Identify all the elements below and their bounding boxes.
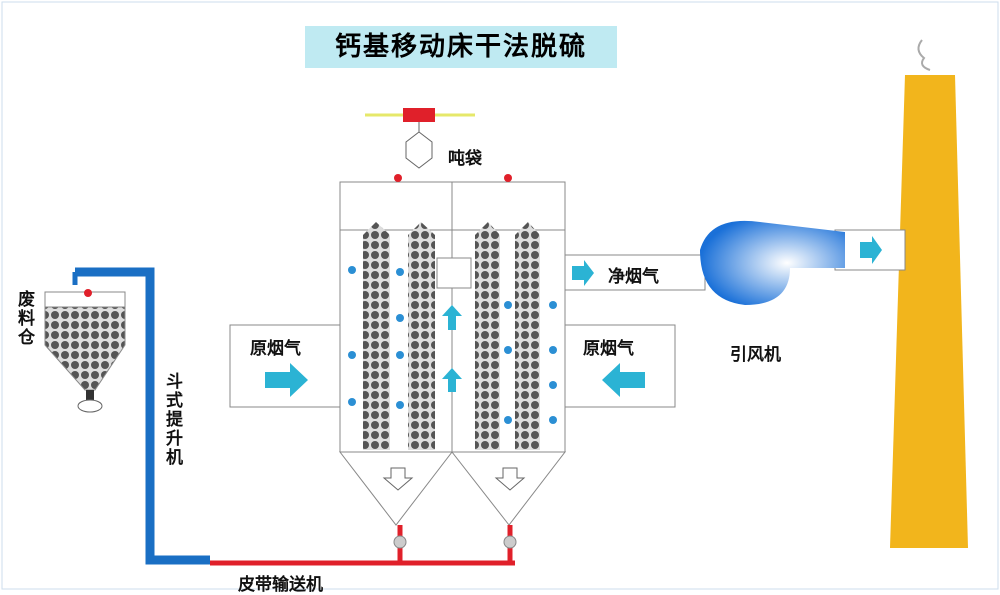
packed-beds (363, 222, 540, 450)
right-inlet-arrow (602, 363, 645, 397)
induced-draft-fan-label: 引风机 (730, 345, 781, 365)
clean-gas-arrow (572, 260, 594, 286)
ton-bag-hoist (403, 108, 435, 122)
belt-conveyor (210, 525, 515, 566)
diagram-title: 钙基移动床干法脱硫 (305, 26, 617, 68)
clean-flue-gas-label: 净烟气 (608, 267, 659, 287)
left-inlet-arrow (265, 363, 308, 397)
induced-draft-fan (700, 220, 845, 305)
ton-bag-label: 吨袋 (448, 149, 482, 169)
left-inlet-box (229, 324, 343, 408)
bucket-elevator-label: 斗式提升机 (162, 372, 182, 467)
belt-conveyor-label: 皮带输送机 (238, 575, 323, 595)
waste-silo-label: 废料仓 (14, 290, 34, 347)
bucket-elevator (75, 267, 210, 565)
smoke (917, 39, 931, 71)
chimney (890, 75, 968, 548)
ton-bag (405, 131, 433, 169)
arrow-to-chimney (860, 236, 882, 264)
waste-silo (44, 306, 126, 391)
raw-flue-gas-left-label: 原烟气 (250, 339, 301, 359)
raw-flue-gas-right-label: 原烟气 (583, 339, 634, 359)
